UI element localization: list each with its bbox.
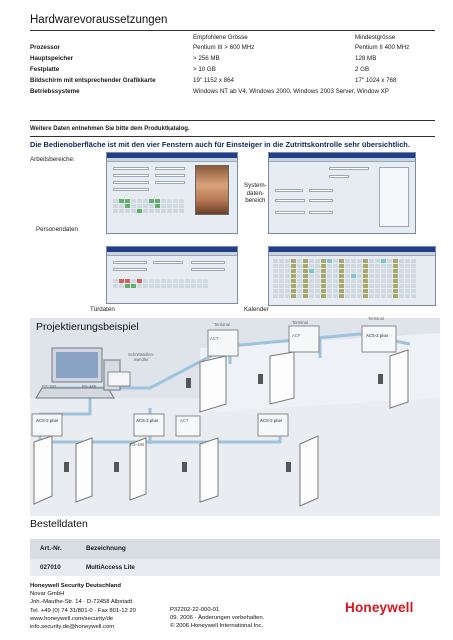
act-unit-bottom [175, 415, 201, 437]
act-label-bottom: ACT [180, 418, 189, 423]
ui-heading: Die Bedienoberfläche ist mit den vier Fe… [30, 140, 410, 149]
table-rule [30, 120, 435, 121]
copyright: © 2006 Honeywell International Inc. [170, 623, 264, 630]
order-bezeichnung: MultiAccess Lite [86, 564, 135, 571]
footer-company: Honeywell Security Deutschland [30, 583, 122, 589]
acs2plus-label-b: ACS-2 plus [136, 418, 159, 423]
acs2plus-unit-a [31, 413, 63, 437]
doc-number: P32202-22-000-01 [170, 607, 220, 613]
person-photo [195, 165, 229, 215]
row-minimum: Pentium II 400 MHz [355, 44, 410, 51]
catalog-note: Weitere Daten entnehmen Sie bitte dem Pr… [30, 126, 190, 132]
col-header-minimum: Mindestgrösse [355, 34, 396, 41]
col-bezeichnung: Bezeichnung [86, 545, 126, 552]
order-art-nr: 027010 [40, 564, 61, 571]
note-rule [30, 136, 435, 137]
footer-line[interactable]: www.honeywell.com/security/de [30, 615, 114, 622]
kalender-screenshot [268, 246, 436, 306]
projekt-illustration [30, 325, 440, 516]
back-wall [200, 333, 440, 413]
rs232-label: RS-232 [42, 384, 57, 389]
acs2plus-unit-top [361, 325, 397, 353]
row-label: Hauptspeicher [30, 55, 73, 62]
arbeitsbereiche-label: Arbeitsbereiche: [30, 156, 75, 163]
table-row: Betriebssysteme Windows NT ab V4, Window… [30, 86, 438, 97]
row-label: Festplatte [30, 66, 60, 73]
systemdaten-label: System- daten- bereich [244, 182, 267, 204]
doors [33, 349, 409, 507]
table-row: Hauptspeicher > 256 MB 128 MB [30, 53, 438, 64]
rs485-label-a: RS-485 [82, 384, 97, 389]
bestelldaten-title: Bestelldaten [30, 518, 88, 530]
systemdaten-screenshot [268, 152, 416, 234]
honeywell-logo: Honeywell [345, 600, 414, 615]
row-label: Prozessor [30, 44, 60, 51]
acs2plus-label-top: ACS-2 plus [366, 333, 389, 338]
col-art-nr: Art.-Nr. [40, 545, 62, 552]
tuerdaten-screenshot [106, 246, 238, 304]
table-row: 027010 MultiAccess Lite [30, 559, 440, 576]
terminal-label-3: Terminal [368, 316, 384, 321]
title-rule [30, 30, 435, 31]
acs2plus-unit-c [257, 413, 289, 437]
table-row: Bildschirm mit entsprechender Grafikkart… [30, 75, 438, 86]
footer-doc-info: P32202-22-000-01 09. 2006 · Änderungen v… [170, 606, 264, 631]
acs2plus-unit-b [133, 413, 165, 437]
personendaten-label: Personendaten [36, 226, 78, 233]
footer-address: Honeywell Security Deutschland Novar Gmb… [30, 582, 136, 631]
tuerdaten-label: Türdaten [90, 306, 115, 313]
terminal-label-1: Terminal [214, 322, 230, 327]
terminal-label-2: Terminal [292, 320, 308, 325]
acs2plus-label-a: ACS-2 plus [36, 418, 59, 423]
rs485-label-b: RS-485 [130, 442, 145, 447]
kalender-label: Kalender [244, 306, 269, 313]
computer-workstation [35, 347, 121, 399]
row-minimum: 128 MB [355, 55, 377, 62]
acs2plus-label-c: ACS-2 plus [260, 418, 283, 423]
col-header-recommended: Empfohlene Grösse [193, 34, 248, 41]
hardware-title: Hardwarevoraussetzungen [30, 14, 168, 26]
projekt-title: Projektierungsbeispiel [36, 321, 139, 333]
card-readers [64, 374, 383, 472]
date-note: 09. 2006 · Änderungen vorbehalten. [170, 615, 265, 622]
row-label: Bildschirm mit entsprechender Grafikkart… [30, 77, 156, 84]
acf-unit [288, 325, 320, 353]
footer-line: Novar GmbH [30, 591, 65, 598]
personendaten-screenshot [106, 152, 238, 234]
acf-label: ACF [292, 333, 301, 338]
row-recommended: 19" 1152 x 864 [193, 77, 234, 84]
schnittstellen-label: Schnittstellen- wandler [128, 352, 155, 362]
footer-line: Tel. +49 (0) 74 31/801-0 · Fax 801-12 20 [30, 607, 136, 614]
row-recommended: > 10 GB [193, 66, 216, 73]
row-minimum: 2 GB [355, 66, 370, 73]
row-minimum: 17" 1024 x 768 [355, 77, 397, 84]
footer-line[interactable]: info.security.de@honeywell.com [30, 624, 115, 631]
table-row: Festplatte > 10 GB 2 GB [30, 64, 438, 75]
row-recommended: Windows NT ab V4, Windows 2000, Windows … [193, 88, 389, 95]
row-recommended: Pentium III > 600 MHz [193, 44, 255, 51]
act-label: ACT [210, 336, 219, 341]
hardware-header-row: Empfohlene Grösse Mindestgrösse [30, 32, 438, 43]
table-row: Prozessor Pentium III > 600 MHz Pentium … [30, 42, 438, 53]
row-recommended: > 256 MB [193, 55, 220, 62]
order-table-header: Art.-Nr. Bezeichnung [30, 539, 440, 559]
act-unit-top [207, 329, 239, 357]
row-label: Betriebssysteme [30, 88, 80, 95]
footer-line: Joh.-Mauthe-Str. 14 · D-72458 Albstadt [30, 599, 133, 606]
interface-converter [107, 371, 131, 387]
